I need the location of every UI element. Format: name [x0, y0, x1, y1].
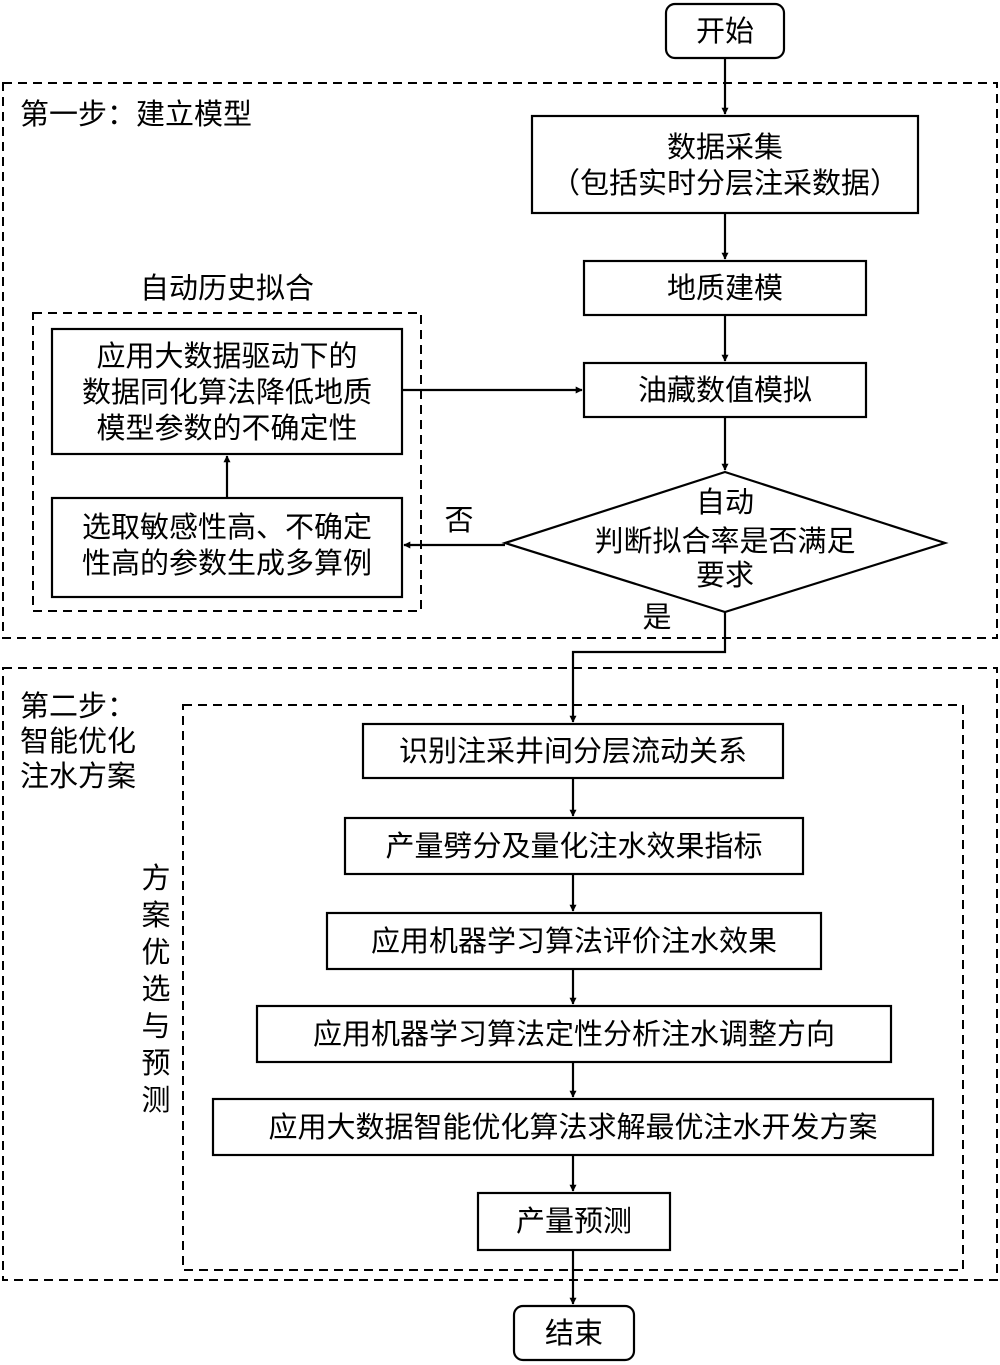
svg-text:预: 预	[141, 1046, 170, 1080]
svg-text:与: 与	[141, 1009, 170, 1043]
svg-text:（包括实时分层注采数据）: （包括实时分层注采数据）	[551, 166, 899, 200]
data-collection-node: 数据采集 （包括实时分层注采数据）	[530, 114, 920, 215]
svg-text:注水方案: 注水方案	[20, 759, 136, 793]
svg-text:判断拟合率是否满足: 判断拟合率是否满足	[594, 524, 855, 558]
geo-modeling-node: 地质建模	[582, 259, 868, 317]
auto-history-label: 自动历史拟合	[140, 271, 314, 305]
svg-text:结束: 结束	[545, 1316, 603, 1350]
svg-text:自动: 自动	[696, 485, 754, 519]
svg-text:第二步：: 第二步：	[20, 689, 136, 723]
svg-text:产量劈分及量化注水效果指标: 产量劈分及量化注水效果指标	[385, 829, 762, 863]
svg-text:数据采集: 数据采集	[667, 130, 783, 164]
svg-text:要求: 要求	[696, 558, 754, 592]
svg-text:地质建模: 地质建模	[667, 271, 783, 305]
svg-text:油藏数值模拟: 油藏数值模拟	[638, 373, 812, 407]
svg-text:应用大数据智能优化算法求解最优注水开发方案: 应用大数据智能优化算法求解最优注水开发方案	[268, 1110, 877, 1144]
svg-text:性高的参数生成多算例: 性高的参数生成多算例	[82, 546, 372, 580]
step2-label: 第二步： 智能优化 注水方案	[20, 689, 136, 793]
decision-node: 自动 判断拟合率是否满足 要求	[501, 470, 949, 614]
svg-text:应用机器学习算法评价注水效果: 应用机器学习算法评价注水效果	[371, 924, 777, 958]
select-params-node: 选取敏感性高、不确定 性高的参数生成多算例	[50, 496, 404, 599]
step1-label: 第一步：建立模型	[20, 97, 252, 131]
end-node: 结束	[512, 1304, 636, 1362]
ml-adjust-node: 应用机器学习算法定性分析注水调整方向	[255, 1004, 893, 1064]
split-production-node: 产量劈分及量化注水效果指标	[343, 816, 805, 876]
svg-text:数据同化算法降低地质: 数据同化算法降低地质	[82, 375, 372, 409]
reservoir-sim-node: 油藏数值模拟	[582, 361, 868, 419]
apply-bigdata-node: 应用大数据驱动下的 数据同化算法降低地质 模型参数的不确定性	[50, 327, 404, 456]
svg-text:产量预测: 产量预测	[516, 1204, 632, 1238]
svg-text:智能优化: 智能优化	[20, 724, 136, 758]
svg-text:开始: 开始	[696, 14, 754, 48]
no-label: 否	[444, 503, 473, 537]
step2-region	[2, 667, 998, 1281]
svg-text:测: 测	[141, 1083, 170, 1117]
svg-text:案: 案	[141, 898, 170, 932]
svg-text:选: 选	[141, 972, 170, 1006]
scheme-vertical-label: 方 案 优 选 与 预 测	[141, 861, 170, 1117]
production-forecast-node: 产量预测	[476, 1191, 672, 1252]
svg-text:应用大数据驱动下的: 应用大数据驱动下的	[96, 339, 357, 373]
start-node: 开始	[664, 2, 786, 60]
bigdata-optimize-node: 应用大数据智能优化算法求解最优注水开发方案	[211, 1097, 935, 1157]
svg-text:识别注采井间分层流动关系: 识别注采井间分层流动关系	[399, 734, 747, 768]
auto-history-region	[32, 312, 422, 612]
svg-text:模型参数的不确定性: 模型参数的不确定性	[96, 411, 357, 445]
svg-text:优: 优	[141, 935, 170, 969]
step1-region	[2, 82, 998, 639]
yes-label: 是	[642, 600, 671, 634]
ml-evaluate-node: 应用机器学习算法评价注水效果	[325, 911, 823, 971]
identify-flow-node: 识别注采井间分层流动关系	[361, 722, 785, 780]
svg-text:方: 方	[141, 861, 170, 895]
svg-text:应用机器学习算法定性分析注水调整方向: 应用机器学习算法定性分析注水调整方向	[313, 1017, 835, 1051]
svg-text:选取敏感性高、不确定: 选取敏感性高、不确定	[82, 510, 372, 544]
arrow-decision-yes	[569, 612, 727, 723]
